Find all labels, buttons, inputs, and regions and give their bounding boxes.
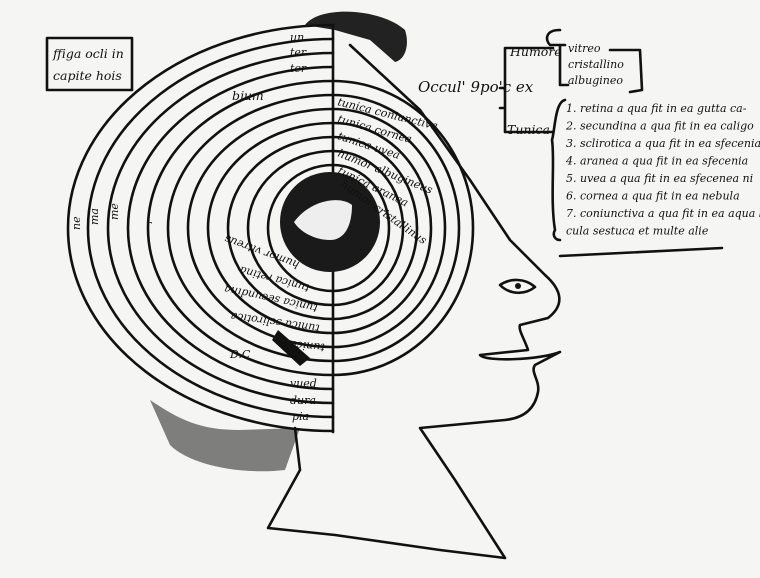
face-eye xyxy=(498,278,537,295)
humores-label: Humore xyxy=(509,44,562,59)
title-line-2: capite hois xyxy=(53,68,122,83)
left-ring xyxy=(66,23,335,433)
left-ring xyxy=(246,149,335,307)
humores-bracket xyxy=(545,28,570,87)
face-pupil xyxy=(515,283,521,289)
tunica-item: 5. uvea a qua fit in ea sfecenea ni xyxy=(566,172,753,185)
outer-mark: r xyxy=(146,218,152,231)
title-line-1: ffiga ocli in xyxy=(52,46,124,61)
humores-bracket-right xyxy=(608,48,644,94)
occul-label: Occul' 9po'c ex xyxy=(418,78,534,96)
tunica-list: 1. retina a qua fit in ea gutta ca- 2. se… xyxy=(565,102,760,238)
left-ring xyxy=(166,93,335,363)
right-ring xyxy=(331,79,475,377)
lens-icon xyxy=(294,200,352,240)
left-ring xyxy=(186,107,335,349)
left-ring xyxy=(266,163,335,293)
head-profile xyxy=(266,43,562,560)
title-box xyxy=(45,36,134,92)
tunica-item: 3. sclirotica a qua fit in ea sfecenia xyxy=(566,137,760,150)
left-ring xyxy=(206,121,335,335)
left-ring xyxy=(86,37,335,419)
underline xyxy=(558,246,724,258)
right-ring xyxy=(331,121,433,335)
tunica-item: 7. coniunctiva a qua fit in ea aqua luce… xyxy=(566,207,760,220)
left-ring xyxy=(226,135,335,321)
tunica-item: 6. cornea a qua fit in ea nebula xyxy=(566,190,740,203)
right-ring xyxy=(331,135,419,321)
optic-nerve xyxy=(272,330,310,366)
hair-back xyxy=(150,400,300,472)
tunica-item: 1. retina a qua fit in ea gutta ca- xyxy=(566,102,747,115)
left-ring xyxy=(106,51,335,405)
tunica-item: 2. secundina a qua fit in ea caligo xyxy=(565,120,754,133)
right-ring xyxy=(331,163,391,293)
humores-item: vitreo xyxy=(568,42,601,55)
tunica-item: 4. aranea a qua fit in ea sfecenia xyxy=(565,155,748,168)
left-label: bjum xyxy=(232,88,264,103)
concentric-layers xyxy=(66,23,475,433)
outer-mark: ma xyxy=(88,208,101,225)
tunica-label: Tunica xyxy=(507,122,550,137)
left-ring xyxy=(126,65,335,391)
top-label: un xyxy=(290,31,304,44)
top-label: ter xyxy=(290,62,307,75)
outer-mark: me xyxy=(108,203,121,220)
bottom-label: vued xyxy=(290,377,317,390)
top-label: ter xyxy=(290,46,307,59)
bottom-label: pia xyxy=(292,410,309,423)
humores-item: albugineo xyxy=(568,74,623,87)
bracket-main xyxy=(498,46,555,134)
bottom-label: dura xyxy=(290,394,316,407)
left-ring xyxy=(146,79,335,377)
dc-mark: D.C xyxy=(229,348,251,361)
right-ring xyxy=(331,107,447,349)
right-ring xyxy=(331,149,405,307)
right-ring xyxy=(331,93,461,363)
tunica-item: cula sestuca et multe alie xyxy=(566,225,709,238)
outer-mark: ne xyxy=(70,216,83,230)
humores-item: cristallino xyxy=(568,58,624,71)
tunica-brace xyxy=(550,98,567,242)
